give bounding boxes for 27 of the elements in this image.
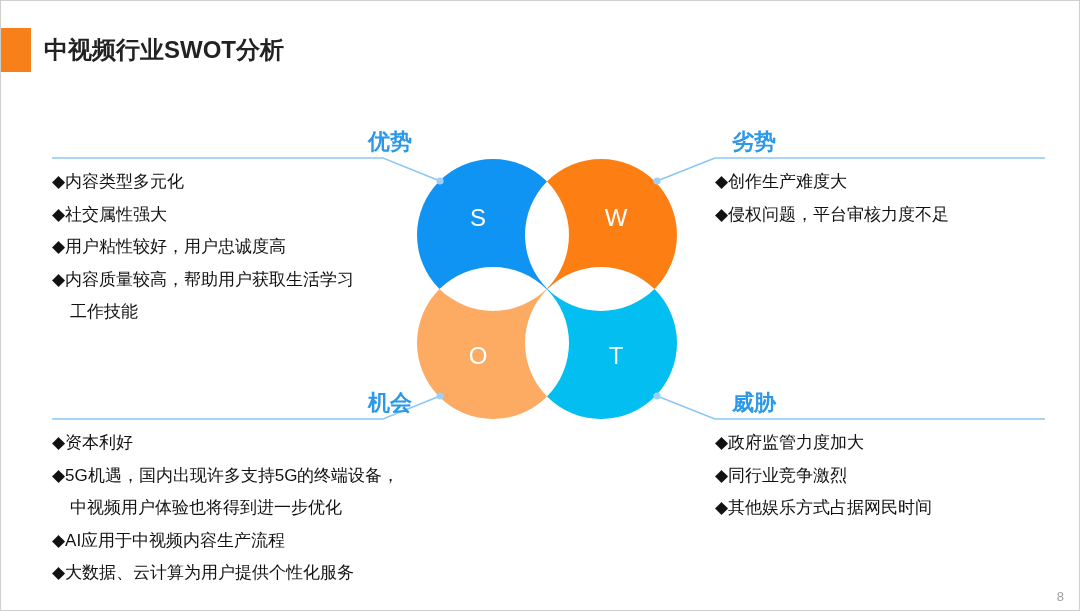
page-number: 8 [1056,589,1064,605]
slide-title: 中视频行业SWOT分析 [44,35,284,65]
leader-line [51,392,444,420]
bullet-item: ◆AI应用于中视频内容生产流程 [52,529,287,552]
bullet-item: ◆创作生产难度大 [715,171,849,193]
petal-letter: O [468,342,488,370]
petal-letter: T [608,342,624,370]
bullet-item: ◆同行业竞争激烈 [715,464,849,487]
bullet-item: ◆政府监管力度加大 [715,432,866,454]
bullet-item: ◆侵权问题，平台审核力度不足 [715,203,951,226]
bullet-item: ◆资本利好 [52,432,135,454]
bullet-item: ◆用户粘性较好，用户忠诚度高 [52,236,288,258]
section-heading: 威胁 [732,389,776,417]
leader-line [653,392,716,420]
section-heading: 优势 [368,128,412,156]
petal-letter: W [604,204,628,232]
bullet-item: ◆内容类型多元化 [52,171,186,193]
bullet-item: ◆大数据、云计算为用户提供个性化服务 [52,562,356,584]
section-heading: 机会 [368,389,412,417]
bullet-item: ◆5G机遇，国内出现许多支持5G的终端设备，中视频用户体验也将得到进一步优化 [52,464,401,519]
petal-letter: S [470,204,486,232]
leader-line [653,157,716,185]
leader-line [51,157,444,185]
bullet-item: ◆内容质量较高，帮助用户获取生活学习工作技能 [52,268,356,323]
bullet-item: ◆其他娱乐方式占据网民时间 [715,497,934,519]
bullet-item: ◆社交属性强大 [52,203,169,226]
section-heading: 劣势 [732,128,776,156]
